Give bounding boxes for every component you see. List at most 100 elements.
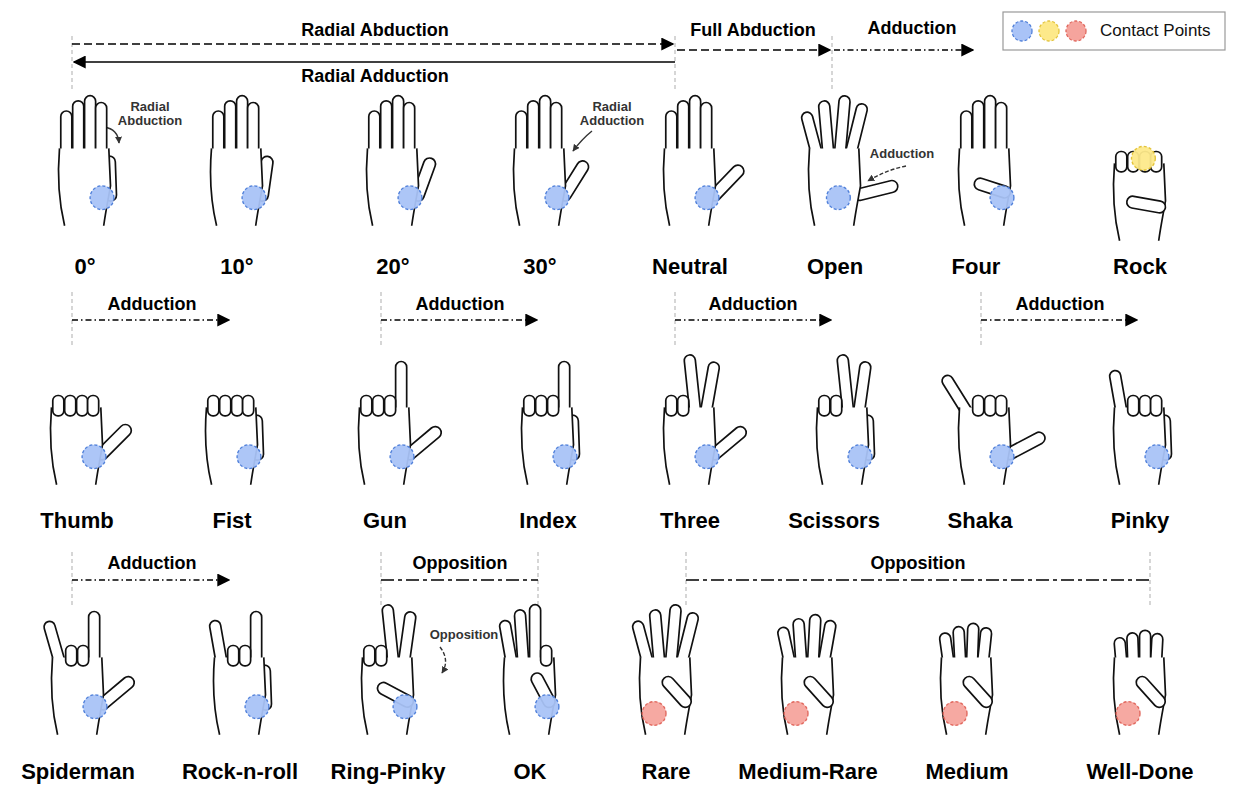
hand-figure: [209, 612, 272, 735]
range-arrow: [834, 49, 973, 51]
contact-point: [1116, 702, 1140, 726]
palm: [1113, 163, 1165, 240]
contact-point: [827, 186, 851, 210]
hand-figure: [43, 612, 137, 735]
contact-point: [535, 695, 559, 719]
hand-figure: [663, 96, 746, 226]
range-label: Adduction: [709, 294, 798, 315]
range-label: Adduction: [108, 294, 197, 315]
range-arrow: [981, 319, 1137, 321]
gesture-name: 20°: [376, 254, 409, 280]
contact-point: [242, 186, 266, 210]
hand-figure: [631, 604, 699, 734]
curled-finger: [385, 396, 396, 416]
curled-finger: [1151, 396, 1162, 416]
hand-figure: [58, 96, 116, 226]
curled-finger: [66, 646, 77, 666]
hand-figure: [777, 614, 837, 734]
range-label: Radial Abduction: [301, 20, 448, 41]
curled-finger: [88, 396, 99, 416]
curled-finger: [524, 396, 535, 416]
hand-figure: [513, 96, 590, 226]
gesture-name: Medium-Rare: [738, 759, 877, 785]
curled-finger: [220, 396, 231, 416]
hand-figure: [1113, 630, 1167, 734]
hand-figure: [499, 605, 559, 735]
guide-line: [380, 292, 381, 345]
curled-finger: [996, 396, 1007, 416]
gesture-name: Rock: [1113, 254, 1167, 280]
guide-line: [674, 36, 675, 90]
gesture-name: OK: [514, 759, 547, 785]
hand-figure: [939, 623, 995, 734]
hand-figure: [940, 373, 1047, 484]
curled-finger: [1116, 152, 1127, 172]
hand-figure: [366, 96, 437, 226]
contact-point: [784, 702, 808, 726]
contact-point: [990, 186, 1014, 210]
contact-point: [245, 695, 269, 719]
gesture-name: 10°: [220, 254, 253, 280]
contact-point: [1145, 445, 1169, 469]
legend-box: [1003, 12, 1225, 50]
range-arrow: [677, 49, 830, 51]
guide-line: [831, 36, 832, 90]
callout-arrow: [868, 166, 906, 181]
hand-figure: [800, 95, 899, 225]
callout-label: Adduction: [870, 146, 934, 161]
curled-finger: [240, 646, 251, 666]
hand-figures: [43, 95, 1172, 734]
curled-finger: [243, 396, 254, 416]
gesture-name: Thumb: [40, 508, 113, 534]
range-label: Adduction: [416, 294, 505, 315]
gesture-name: Fist: [212, 508, 251, 534]
range-arrow: [381, 319, 537, 321]
hand-figure: [1109, 370, 1172, 485]
range-label: Adduction: [1016, 294, 1105, 315]
contact-point: [82, 445, 106, 469]
hand-figure: [521, 362, 579, 485]
contact-point: [90, 186, 114, 210]
curled-finger: [53, 396, 64, 416]
range-arrow: [72, 43, 673, 45]
callout-label: Radial Abduction: [110, 100, 190, 129]
thumb: [961, 674, 995, 710]
guide-line: [980, 292, 981, 345]
gesture-name: Four: [952, 254, 1001, 280]
gesture-name: Spiderman: [21, 759, 135, 785]
callout-label: Radial Adduction: [572, 100, 652, 129]
contact-point: [990, 445, 1014, 469]
palm: [808, 148, 860, 225]
range-label: Adduction: [108, 553, 197, 574]
gesture-name: Three: [660, 508, 720, 534]
curled-finger: [364, 646, 375, 666]
curled-finger: [985, 396, 996, 416]
contact-point: [695, 186, 719, 210]
gesture-name: Rare: [642, 759, 691, 785]
gesture-name: Rock-n-roll: [182, 759, 298, 785]
contact-point: [943, 702, 967, 726]
hand-figure: [210, 96, 273, 226]
curled-finger: [361, 396, 372, 416]
gesture-name: Index: [519, 508, 576, 534]
palm-outline: [1113, 163, 1165, 240]
gesture-name: Medium: [925, 759, 1008, 785]
range-label: Radial Adduction: [301, 66, 448, 87]
hand-figure: [358, 362, 443, 485]
gesture-name: 30°: [523, 254, 556, 280]
contact-point: [83, 695, 107, 719]
hand-figure: [663, 354, 748, 484]
contact-point: [1132, 146, 1156, 170]
contact-point: [390, 445, 414, 469]
curled-finger: [208, 396, 219, 416]
curled-finger: [973, 396, 984, 416]
legend-dot: [1039, 21, 1059, 41]
curled-finger: [1140, 396, 1151, 416]
contact-point: [237, 445, 261, 469]
gesture-name: Pinky: [1111, 508, 1170, 534]
curled-finger: [77, 396, 88, 416]
hand-figure: [361, 604, 416, 734]
contact-point: [695, 445, 719, 469]
curled-finger: [65, 396, 76, 416]
guide-line: [674, 292, 675, 345]
